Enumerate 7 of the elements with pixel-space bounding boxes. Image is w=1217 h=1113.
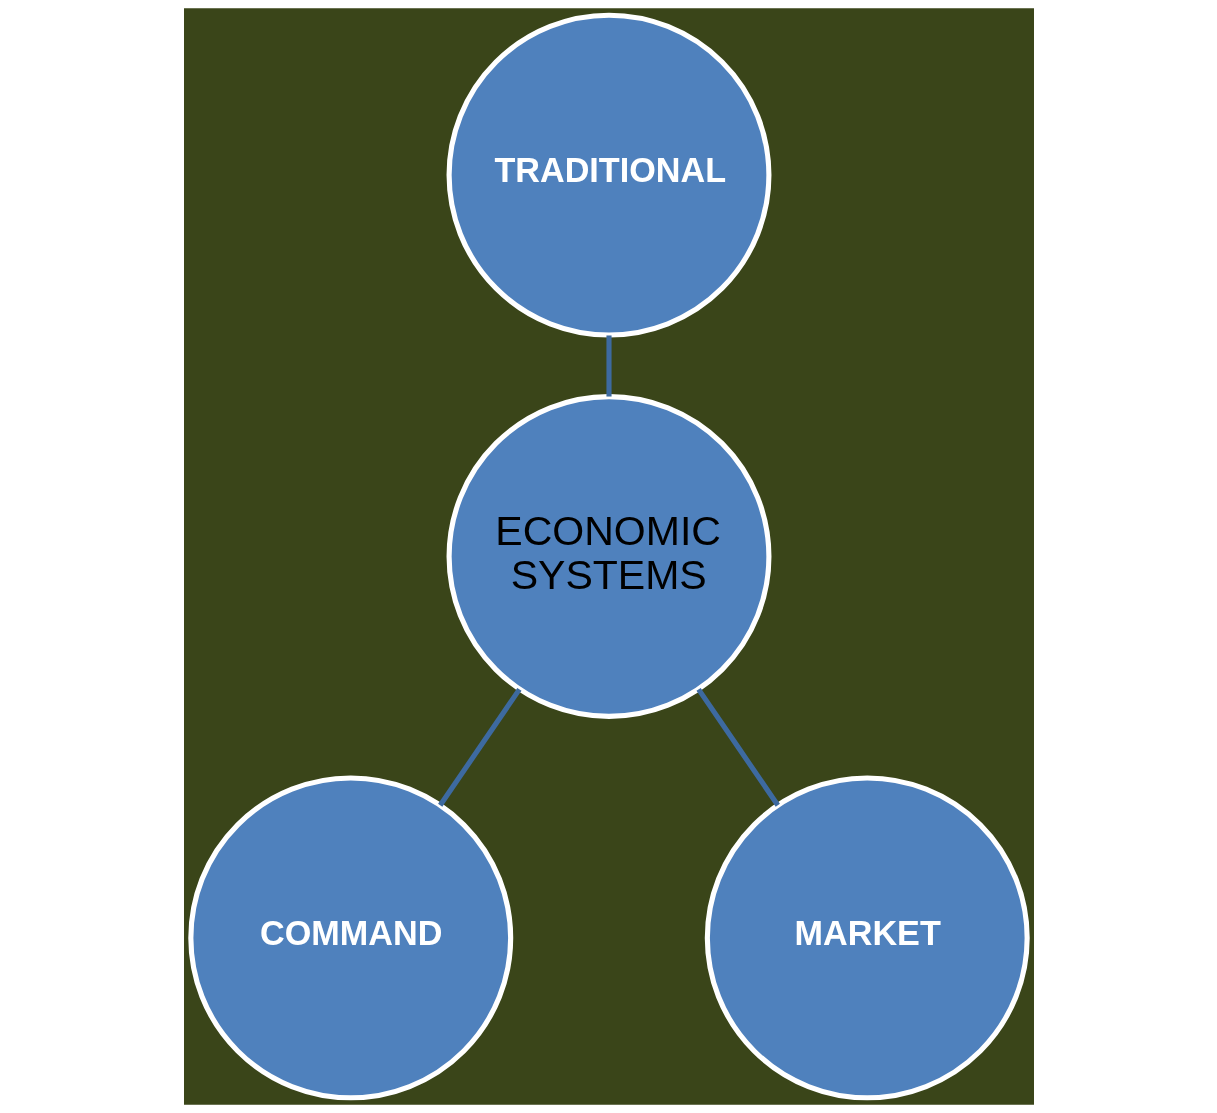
node-circle: TRADITIONAL: [446, 12, 771, 338]
node-circle: COMMAND: [187, 775, 513, 1101]
node-circle: ECONOMIC SYSTEMS: [446, 394, 771, 719]
connector: [437, 687, 521, 807]
connector: [605, 335, 612, 397]
node-circle: MARKET: [704, 775, 1030, 1101]
connector: [696, 687, 780, 807]
